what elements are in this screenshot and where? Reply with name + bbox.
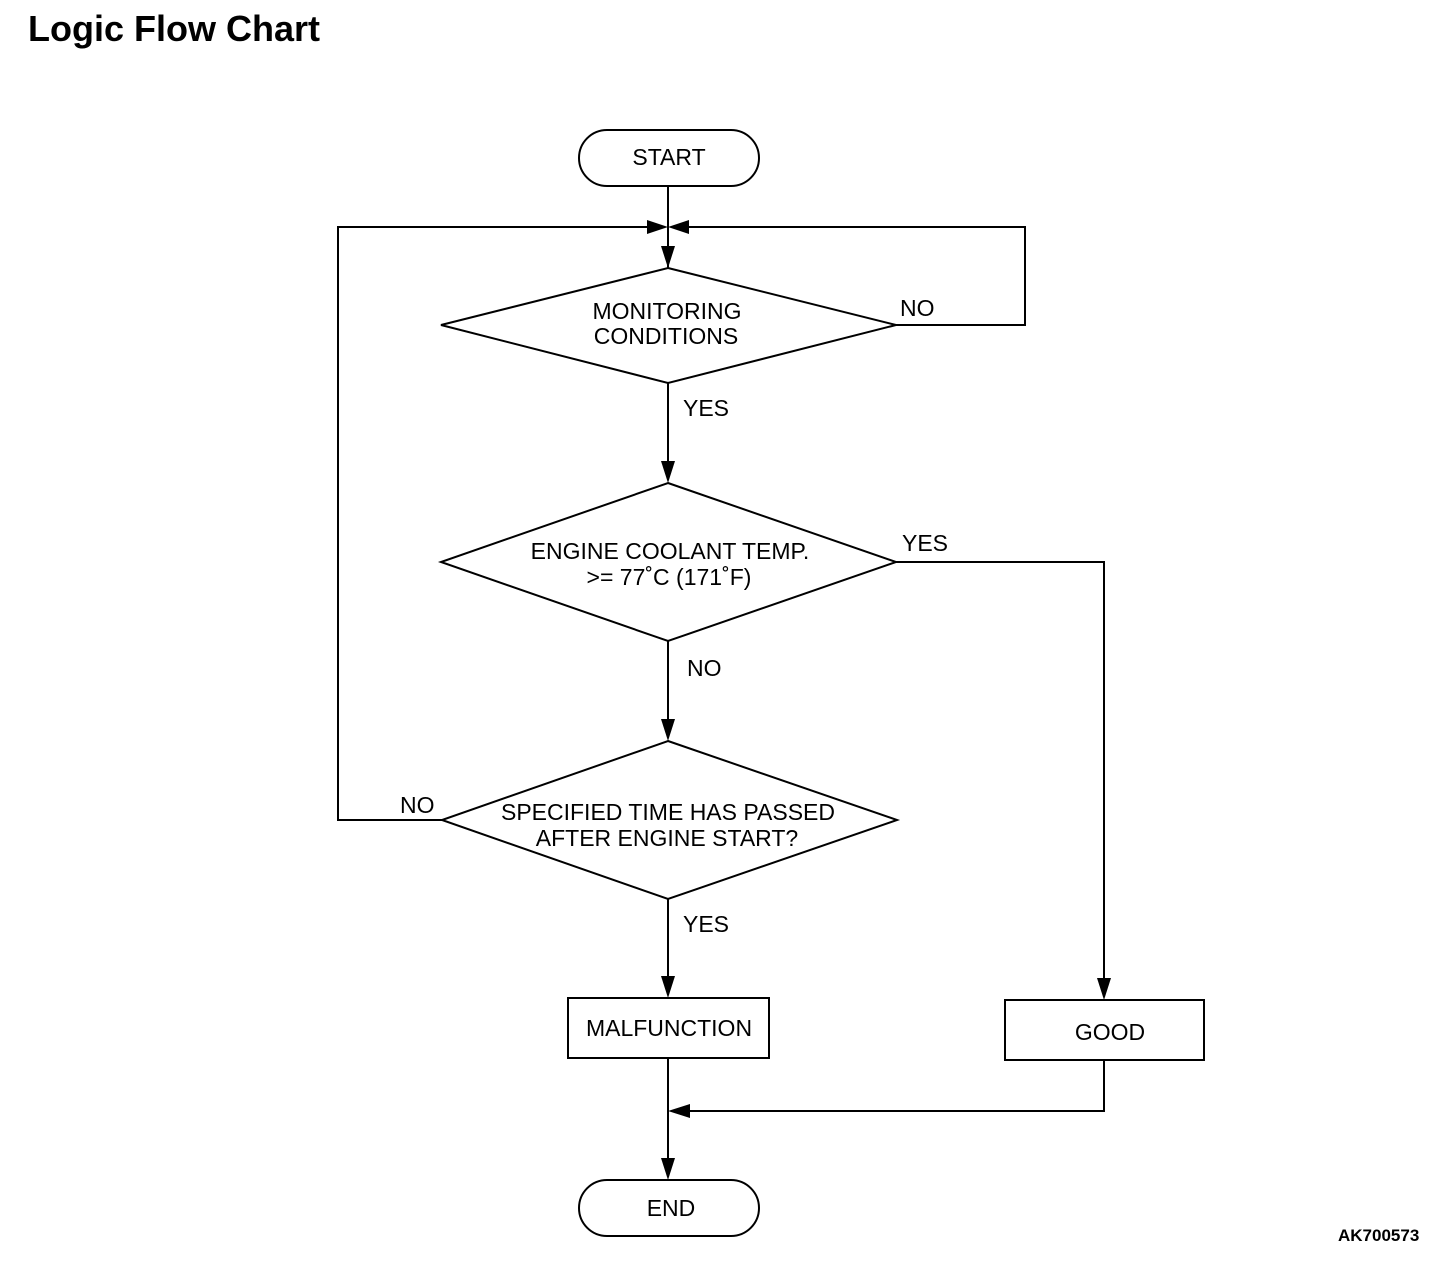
edge-label-monitoring-yes: YES (683, 395, 729, 421)
arrowhead-into-end-merge (668, 1104, 690, 1118)
connector-time-no-loop (337, 226, 656, 821)
arrowhead-into-merge-from-left (647, 220, 668, 234)
edge-label-monitoring-no: NO (900, 295, 935, 321)
arrowhead-into-time (661, 719, 675, 741)
edge-label-time-no: NO (400, 792, 435, 818)
arrowhead-into-malfunction (661, 976, 675, 998)
connector-good-to-merge (680, 1060, 1105, 1112)
arrowhead-into-end (661, 1158, 675, 1180)
good-box: GOOD (1004, 999, 1205, 1061)
monitoring-label-line-2: CONDITIONS (594, 323, 738, 349)
monitoring-conditions-decision: MONITORING CONDITIONS (440, 266, 897, 385)
good-label: GOOD (1075, 1019, 1145, 1045)
edge-label-coolant-no: NO (687, 655, 722, 681)
page-title: Logic Flow Chart (28, 8, 320, 49)
arrowhead-into-monitoring (661, 246, 675, 268)
arrowhead-into-good (1097, 978, 1111, 1000)
end-label: END (647, 1195, 696, 1221)
coolant-temp-decision: ENGINE COOLANT TEMP. >= 77˚C (171˚F) (437, 481, 900, 643)
connector-monitoring-no-loop (680, 226, 1026, 326)
end-terminator: END (578, 1179, 760, 1237)
malfunction-label: MALFUNCTION (586, 1015, 752, 1041)
time-label-line-1: SPECIFIED TIME HAS PASSED (501, 799, 835, 825)
edge-label-coolant-yes: YES (902, 530, 948, 556)
time-label-line-2: AFTER ENGINE START? (536, 825, 798, 851)
specified-time-decision: SPECIFIED TIME HAS PASSED AFTER ENGINE S… (438, 739, 901, 901)
connector-coolant-yes-to-good (896, 561, 1105, 988)
monitoring-label-line-1: MONITORING (592, 298, 741, 324)
arrowheads (647, 220, 1111, 1180)
figure-id: AK700573 (1338, 1226, 1420, 1245)
coolant-label-line-1: ENGINE COOLANT TEMP. (531, 538, 810, 564)
malfunction-box: MALFUNCTION (567, 997, 770, 1059)
start-label: START (632, 144, 705, 170)
arrowhead-into-coolant (661, 461, 675, 483)
edge-label-time-yes: YES (683, 911, 729, 937)
coolant-label-line-2: >= 77˚C (171˚F) (587, 564, 752, 590)
start-terminator: START (578, 129, 760, 187)
edge-labels: NO YES YES NO NO YES (400, 295, 948, 937)
arrowhead-into-merge-from-right (668, 220, 689, 234)
connectors (337, 186, 1105, 1167)
